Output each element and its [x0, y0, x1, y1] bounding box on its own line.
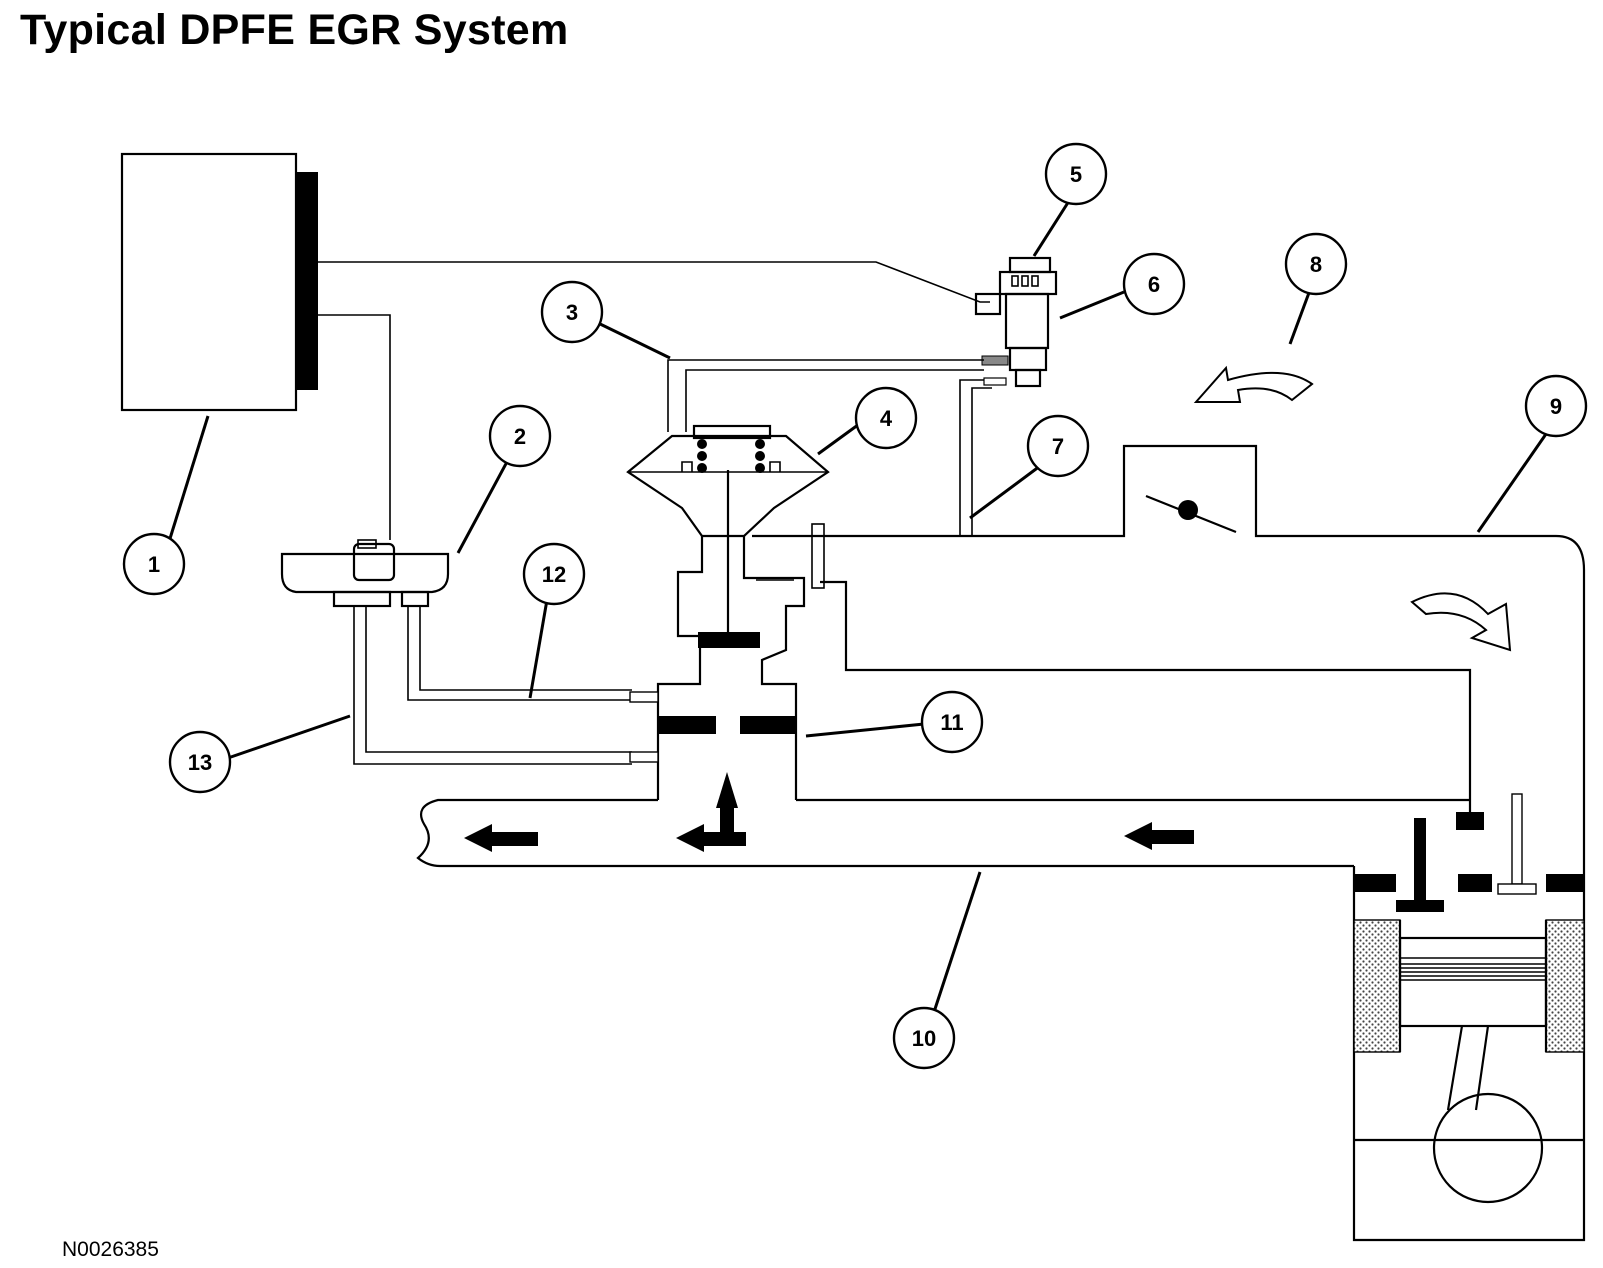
- callout-12: 12: [522, 542, 586, 606]
- callout-2: 2: [488, 404, 552, 468]
- egr-valve: [626, 424, 830, 648]
- callout-8: 8: [1284, 232, 1348, 296]
- air-flow-arrow-9: [1410, 592, 1512, 652]
- egr-valve-body: [656, 536, 806, 800]
- callout-11: 11: [920, 690, 984, 754]
- callout-13: 13: [168, 730, 232, 794]
- callout-3: 3: [540, 280, 604, 344]
- callout-11-label: 11: [940, 710, 963, 735]
- pcm-module: [120, 152, 318, 412]
- callout-1-label: 1: [148, 552, 160, 577]
- engine-cylinder: [1352, 793, 1586, 1242]
- evr-solenoid: [974, 256, 1058, 388]
- exhaust-pipe: [416, 798, 1470, 868]
- callout-10: 10: [892, 1006, 956, 1070]
- callout-leaders: [166, 189, 1548, 1013]
- intake-manifold: [752, 444, 1586, 880]
- callout-9-label: 9: [1550, 394, 1562, 419]
- vacuum-hose: [667, 359, 984, 432]
- callout-5-label: 5: [1070, 162, 1082, 187]
- callout-4: 4: [854, 386, 918, 450]
- callout-7-label: 7: [1052, 434, 1064, 459]
- dpfe-sensor: [280, 539, 450, 608]
- callout-10-label: 10: [912, 1026, 936, 1051]
- callout-1: 1: [122, 532, 186, 596]
- pcm-wiring: [318, 261, 990, 540]
- callout-6: 6: [1122, 252, 1186, 316]
- flow-arrows: [464, 772, 1194, 852]
- callout-4-label: 4: [880, 406, 893, 431]
- callout-13-label: 13: [188, 750, 212, 775]
- intake-vacuum-hose: [959, 379, 992, 536]
- callout-7: 7: [1026, 414, 1090, 478]
- figure-id: N0026385: [62, 1238, 159, 1261]
- air-flow-arrow-8: [1193, 365, 1314, 403]
- orifice-plate: [658, 716, 796, 734]
- callout-2-label: 2: [514, 424, 526, 449]
- callout-9: 9: [1524, 374, 1588, 438]
- callout-12-label: 12: [542, 562, 566, 587]
- callout-3-label: 3: [566, 300, 578, 325]
- callout-8-label: 8: [1310, 252, 1322, 277]
- callout-6-label: 6: [1148, 272, 1160, 297]
- callout-5: 5: [1044, 142, 1108, 206]
- dpfe-hoses: [353, 606, 659, 765]
- diagram-title: Typical DPFE EGR System: [20, 6, 569, 54]
- throttle-plate: [1145, 494, 1237, 534]
